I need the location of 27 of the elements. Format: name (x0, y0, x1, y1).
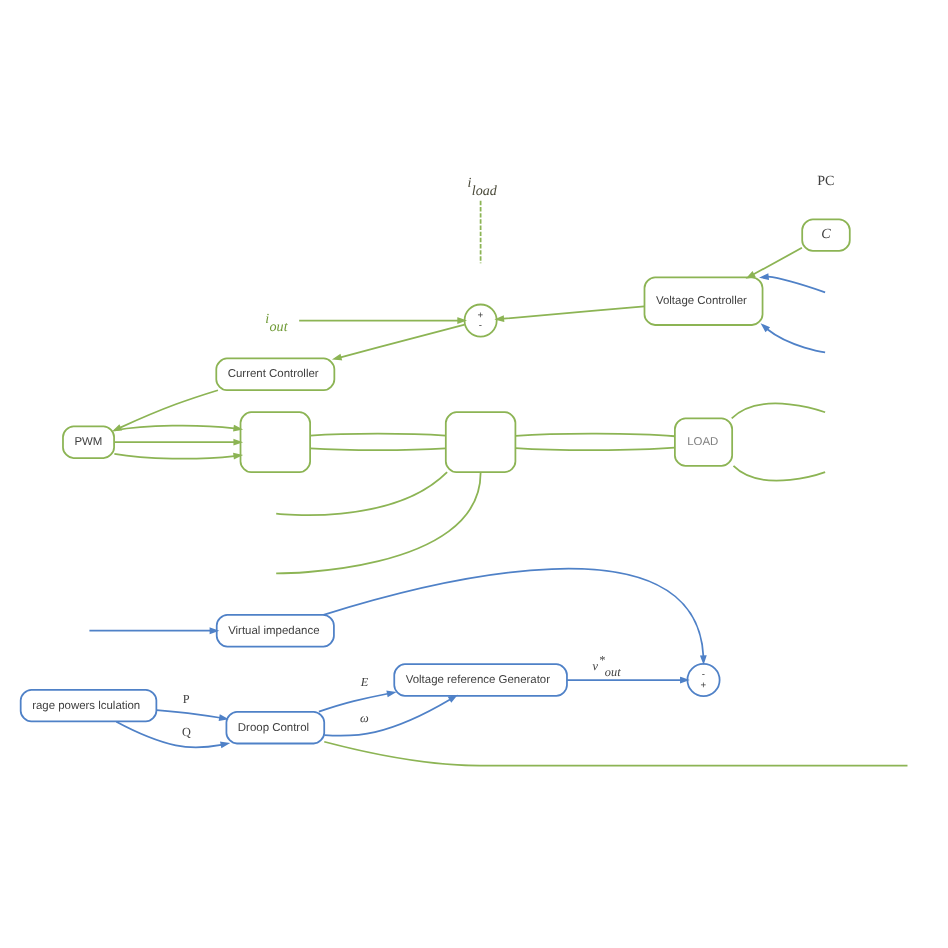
arrow (494, 304, 646, 321)
node-box (444, 410, 517, 472)
node-box (239, 410, 311, 472)
connector (275, 471, 482, 574)
connector (309, 446, 447, 450)
arrow (318, 689, 397, 712)
connector (479, 198, 482, 264)
connector (732, 464, 826, 481)
connector (323, 739, 909, 766)
arrow (298, 316, 467, 323)
arrow (115, 719, 231, 748)
arrow (323, 693, 458, 736)
connector (309, 431, 447, 436)
arrow (155, 708, 229, 720)
arrow (113, 437, 244, 445)
connector (275, 470, 448, 515)
arrow (322, 567, 707, 665)
arrow (331, 322, 466, 360)
arrow (759, 272, 826, 293)
arrow (745, 245, 803, 278)
arrow (113, 451, 244, 459)
arrow (760, 322, 826, 353)
connector (514, 431, 676, 437)
connector (730, 401, 826, 419)
connector (514, 445, 676, 450)
arrow (88, 626, 220, 634)
arrow (566, 675, 690, 683)
